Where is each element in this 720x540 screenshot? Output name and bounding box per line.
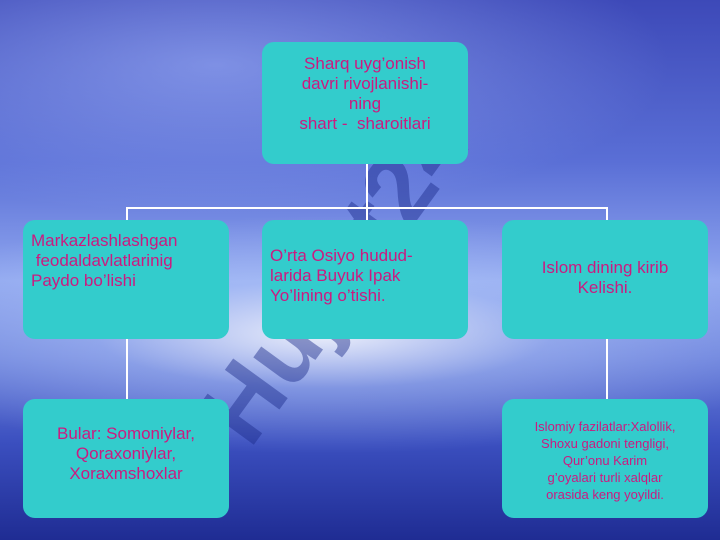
node-silk-road-line-3: Yo’lining o’tishi. — [270, 286, 386, 306]
node-islam-arrival: Islom dining kirib Kelishi. — [502, 220, 708, 339]
root-box: Sharq uyg’onish davri rivojlanishi- ning… — [262, 42, 468, 164]
node-islamic-virtues-line-2: Shoxu gadoni tengligi, — [541, 435, 669, 451]
connector-root-down — [366, 163, 368, 208]
node-centralized-states-line-2: feodaldavlatlarinig — [31, 251, 173, 271]
node-islam-arrival-line-1: Islom dining kirib — [541, 258, 669, 277]
node-dynasties-line-3: Xoraxmshoxlar — [69, 464, 183, 484]
connector-left-down — [126, 207, 128, 221]
node-islamic-virtues-line-5: orasida keng yoyildi. — [546, 486, 664, 502]
node-islamic-virtues-line-4: g’oyalari turli xalqlar — [547, 469, 663, 485]
root-line-1: Sharq uyg’onish — [304, 54, 426, 73]
node-silk-road-line-1: O’rta Osiyo hudud- — [270, 246, 413, 265]
node-dynasties: Bular: Somoniylar, Qoraxoniylar, Xoraxms… — [23, 399, 229, 518]
node-islamic-virtues: Islomiy fazilatlar:Xalollik, Shoxu gadon… — [502, 399, 708, 518]
node-centralized-states-line-3: Paydo bo’lishi — [31, 271, 136, 291]
connector-right-down — [606, 207, 608, 221]
node-islam-arrival-line-2: Kelishi. — [577, 278, 633, 298]
node-dynasties-line-1: Bular: Somoniylar, — [57, 424, 195, 443]
node-dynasties-line-2: Qoraxoniylar, — [75, 444, 177, 464]
root-line-4: shart - sharoitlari — [299, 114, 431, 134]
connector-left-child — [126, 339, 128, 400]
connector-middle-down — [366, 207, 368, 221]
root-line-3: ning — [348, 94, 382, 114]
node-islamic-virtues-line-1: Islomiy fazilatlar:Xalollik, — [534, 419, 676, 434]
root-line-2: davri rivojlanishi- — [301, 74, 429, 94]
connector-right-child — [606, 339, 608, 400]
node-centralized-states: Markazlashlashgan feodaldavlatlarinig Pa… — [23, 220, 229, 339]
node-silk-road: O’rta Osiyo hudud- larida Buyuk Ipak Yo’… — [262, 220, 468, 339]
node-centralized-states-line-1: Markazlashlashgan — [31, 231, 178, 250]
node-islamic-virtues-line-3: Qur’onu Karim — [562, 452, 648, 468]
node-silk-road-line-2: larida Buyuk Ipak — [270, 266, 401, 286]
